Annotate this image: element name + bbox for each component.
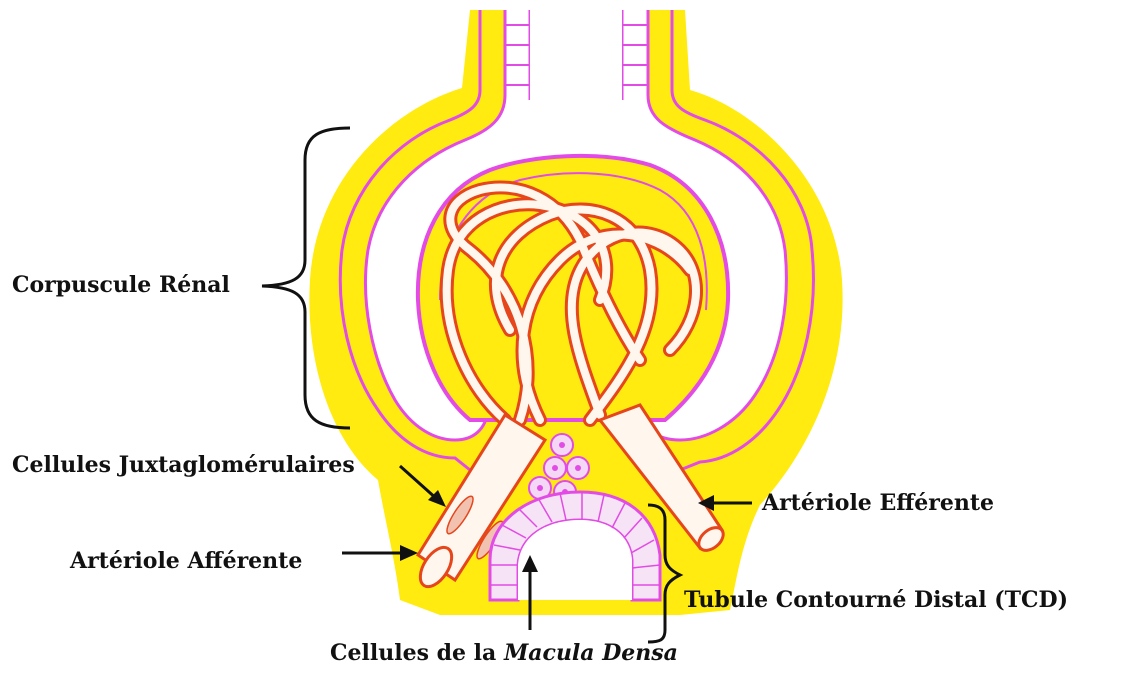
label-macula-densa: Cellules de la Macula Densa: [330, 640, 678, 666]
label-cellules-juxtaglomerulaires: Cellules Juxtaglomérulaires: [12, 452, 355, 478]
label-macula-italic: Macula Densa: [504, 640, 678, 666]
label-arteriole-efferente: Artériole Efférente: [762, 490, 994, 516]
tubule-lumen: [530, 0, 622, 120]
label-corpuscule-renal: Corpuscule Rénal: [12, 272, 230, 298]
label-tubule-contourne-distal: Tubule Contourné Distal (TCD): [684, 587, 1068, 613]
label-macula-prefix: Cellules de la: [330, 640, 504, 666]
label-arteriole-afferente: Artériole Afférente: [70, 548, 302, 574]
